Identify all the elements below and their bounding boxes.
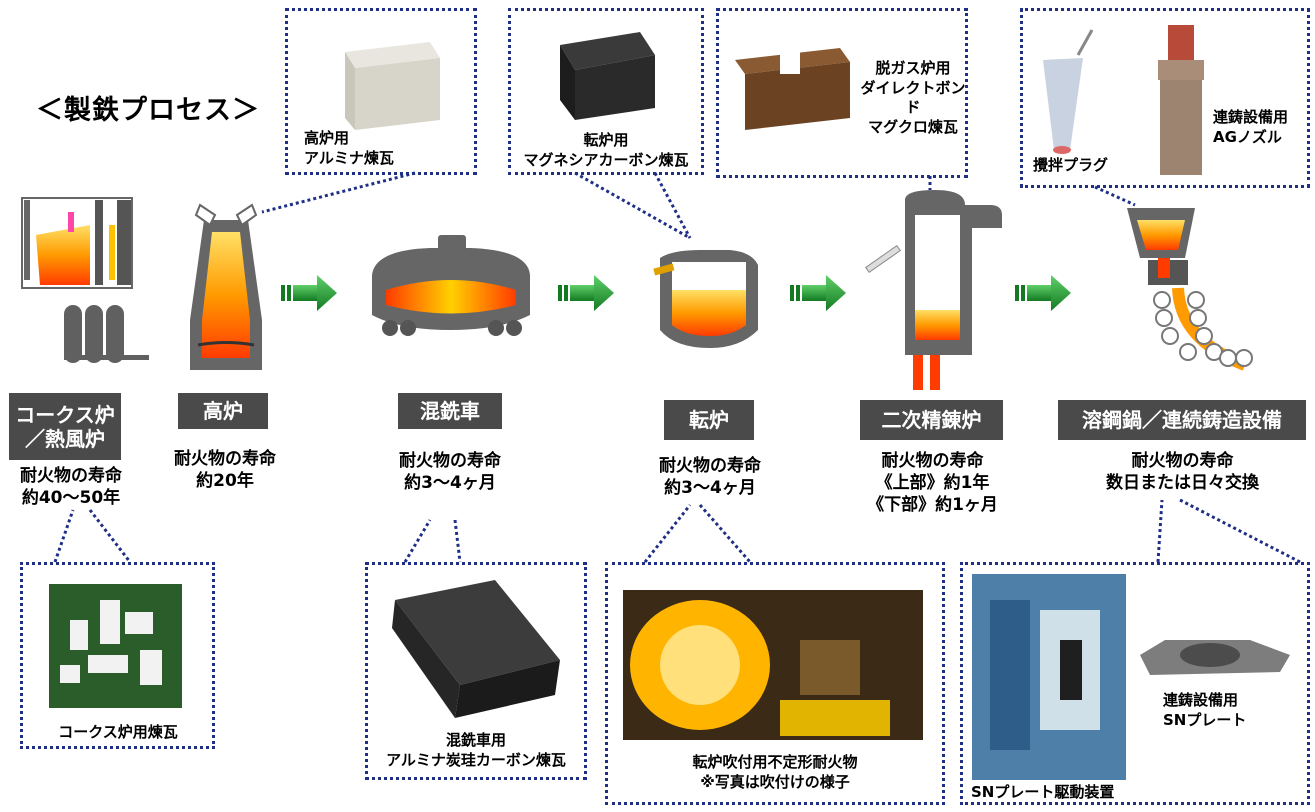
coke-oven-icon <box>21 197 133 289</box>
stage-blast-furnace-text: 高炉 <box>203 399 243 423</box>
stage-ladle-caster-text: 溶鋼鍋／連続鋳造設備 <box>1082 408 1282 432</box>
flow-arrow <box>558 275 614 311</box>
flow-arrow <box>1015 275 1071 311</box>
torpedo-car-icon <box>372 235 530 336</box>
stirring-plug-caption: 攪拌プラグ <box>1033 156 1109 174</box>
hot-stove-icon <box>64 305 149 363</box>
page-title: ＜製鉄プロセス＞ <box>36 95 260 126</box>
callout-degassing-brick: 脱ガス炉用 ダイレクトボンド マグクロ煉瓦 <box>716 8 968 178</box>
converter-icon <box>653 250 758 348</box>
alumina-brick-image <box>345 42 440 130</box>
sn-plate-image <box>1140 640 1290 675</box>
life-torpedo-car: 耐火物の寿命 約3～4ヶ月 <box>399 451 501 494</box>
stage-torpedo-car-text: 混銑車 <box>420 399 480 423</box>
callout-torpedo-brick: 混銑車用 アルミナ炭珪カーボン煉瓦 <box>365 562 587 780</box>
converter-brick-caption: 転炉用 マグネシアカーボン煉瓦 <box>523 131 689 169</box>
life-blast-furnace: 耐火物の寿命 約20年 <box>174 449 276 492</box>
coke-oven-bricks-image <box>49 584 182 708</box>
life-coke-oven: 耐火物の寿命 約40～50年 <box>20 466 122 509</box>
stage-label-blast-furnace: 高炉 <box>178 393 268 429</box>
stage-label-coke-oven: コークス炉 ／熱風炉 <box>9 393 121 460</box>
gunning-caption: 転炉吹付用不定形耐火物 ※写真は吹付けの様子 <box>692 753 858 791</box>
stage-converter-text: 転炉 <box>689 408 729 432</box>
callout-converter-brick: 転炉用 マグネシアカーボン煉瓦 <box>508 8 704 175</box>
ag-nozzle-caption: 連鋳設備用 AGノズル <box>1213 108 1289 146</box>
stage-label-torpedo-car: 混銑車 <box>398 393 502 429</box>
continuous-caster-icon <box>1127 208 1253 371</box>
stage-secondary-refining-text: 二次精錬炉 <box>881 408 982 432</box>
callout-gunning: 転炉吹付用不定形耐火物 ※写真は吹付けの様子 <box>605 562 945 805</box>
flow-arrow <box>281 275 337 311</box>
life-converter: 耐火物の寿命 約3～4ヶ月 <box>659 456 761 499</box>
stage-coke-oven-text: コークス炉 ／熱風炉 <box>15 402 115 451</box>
degasser-icon <box>865 190 1002 390</box>
blast-furnace-brick-caption: 高炉用 アルミナ煉瓦 <box>304 129 394 167</box>
magchrome-brick-image <box>735 48 850 130</box>
degassing-brick-caption: 脱ガス炉用 ダイレクトボンド マグクロ煉瓦 <box>860 59 966 136</box>
callout-coke-oven-brick: コークス炉用煉瓦 <box>20 562 215 749</box>
alumina-sic-carbon-brick-image <box>392 580 560 718</box>
torpedo-brick-caption: 混銑車用 アルミナ炭珪カーボン煉瓦 <box>386 731 566 769</box>
coke-oven-brick-caption: コークス炉用煉瓦 <box>58 723 178 741</box>
sn-drive-caption: SNプレート駆動装置 <box>971 783 1115 801</box>
stage-label-secondary-refining: 二次精錬炉 <box>860 400 1003 440</box>
blast-furnace-icon <box>190 203 262 370</box>
stage-label-converter: 転炉 <box>664 400 754 440</box>
stirring-plug-image <box>1043 29 1094 154</box>
magnesia-carbon-brick-image <box>560 32 655 120</box>
gunning-photo-image <box>623 590 923 740</box>
sn-plate-drive-photo-image <box>972 574 1126 780</box>
flow-arrow <box>790 275 846 311</box>
sn-plate-caption: 連鋳設備用 SNプレート <box>1163 691 1247 729</box>
life-secondary-refining: 耐火物の寿命 《上部》約1年 《下部》約1ヶ月 <box>867 451 998 516</box>
callout-blast-furnace-brick: 高炉用 アルミナ煉瓦 <box>285 8 477 175</box>
life-ladle-caster: 耐火物の寿命 数日または日々交換 <box>1106 451 1259 494</box>
callout-sn-plate: 連鋳設備用 SNプレート SNプレート駆動装置 <box>960 562 1310 805</box>
ag-nozzle-image <box>1158 25 1204 175</box>
stage-label-ladle-caster: 溶鋼鍋／連続鋳造設備 <box>1058 400 1306 440</box>
callout-ladle-parts: 攪拌プラグ 連鋳設備用 AGノズル <box>1020 8 1310 188</box>
